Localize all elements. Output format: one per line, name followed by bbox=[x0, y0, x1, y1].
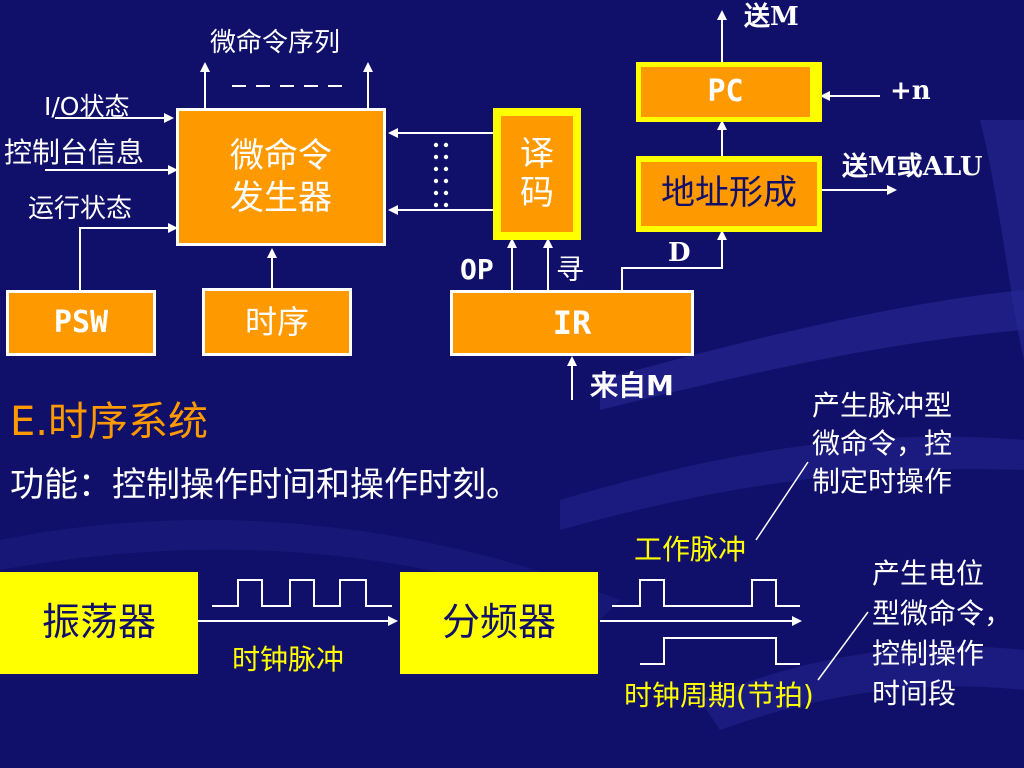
timing-box: 时序 bbox=[202, 288, 352, 356]
note-pulse-line3: 制定时操作 bbox=[812, 465, 953, 498]
oscillator-label: 振荡器 bbox=[41, 600, 156, 645]
psw-label: PSW bbox=[53, 305, 109, 341]
decode-line1: 译 bbox=[520, 133, 554, 174]
section-title: E.时序系统 bbox=[10, 399, 208, 445]
generator-line2: 发生器 bbox=[230, 178, 332, 218]
clock-cycle-label: 时钟周期(节拍) bbox=[624, 679, 814, 712]
input-console-label: 控制台信息 bbox=[4, 136, 145, 169]
decode-box: 译 码 bbox=[493, 108, 581, 240]
micro-cmd-sequence-label: 微命令序列 bbox=[210, 28, 341, 58]
addr-form-box: 地址形成 bbox=[636, 156, 822, 232]
work-pulse-label: 工作脉冲 bbox=[634, 533, 747, 566]
divider-label: 分频器 bbox=[441, 600, 556, 645]
input-io-label: I/O状态 bbox=[44, 92, 130, 121]
plus-n-label: +n bbox=[890, 76, 931, 106]
note-level-line3: 控制操作 bbox=[872, 637, 985, 670]
psw-box: PSW bbox=[6, 290, 156, 356]
divider-box: 分频器 bbox=[400, 572, 598, 674]
send-m-label: 送M bbox=[744, 2, 799, 32]
clock-pulse-label: 时钟脉冲 bbox=[232, 643, 345, 676]
input-run-label: 运行状态 bbox=[28, 194, 133, 224]
addr-form-label: 地址形成 bbox=[661, 173, 797, 214]
ir-box: IR bbox=[450, 290, 694, 356]
note-level-line1: 产生电位 bbox=[872, 557, 985, 590]
generator-line1: 微命令 bbox=[230, 135, 332, 176]
from-m-label: 来自M bbox=[590, 369, 674, 402]
op-label: OP bbox=[460, 253, 494, 286]
note-level-line4: 时间段 bbox=[872, 677, 957, 710]
micro-cmd-generator-box: 微命令 发生器 bbox=[176, 108, 386, 246]
ir-label: IR bbox=[552, 304, 592, 342]
addr-mode-label: 寻 bbox=[556, 253, 585, 286]
note-pulse-line1: 产生脉冲型 bbox=[812, 389, 953, 422]
decode-line2: 码 bbox=[520, 173, 554, 213]
pc-box: PC bbox=[636, 62, 822, 122]
section-function: 功能：控制操作时间和操作时刻。 bbox=[10, 465, 520, 505]
note-level-line2: 型微命令， bbox=[872, 597, 1013, 630]
send-m-or-alu-label: 送M或ALU bbox=[842, 152, 983, 182]
oscillator-box: 振荡器 bbox=[0, 572, 198, 674]
timing-label: 时序 bbox=[244, 303, 309, 341]
pc-label: PC bbox=[707, 73, 744, 109]
d-label: D bbox=[668, 238, 691, 268]
note-pulse-line2: 微命令，控 bbox=[812, 427, 953, 460]
